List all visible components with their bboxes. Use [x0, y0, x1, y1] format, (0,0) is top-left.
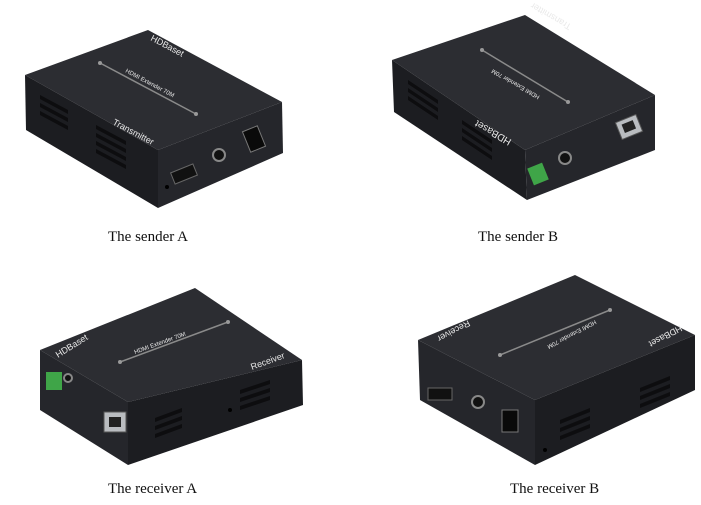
caption-sender-a: The sender A — [108, 229, 188, 245]
dc-jack — [241, 125, 267, 153]
ir-jack — [558, 151, 572, 165]
top-groove — [481, 49, 569, 103]
device-top — [40, 288, 302, 402]
dc-jack — [501, 409, 519, 433]
receiver-a-photo: HDBaset HDMI Extender 70M Receiver — [40, 288, 303, 465]
top-groove — [499, 309, 611, 356]
top-groove — [99, 62, 197, 115]
sender-a-cell: HDBaset HDMI Extender 70M Transmitter Th… — [0, 0, 350, 260]
sender-a-photo: HDBaset HDMI Extender 70M Transmitter — [25, 30, 283, 208]
green-terminal — [527, 162, 549, 186]
ir-jack — [471, 395, 485, 409]
caption-receiver-b: The receiver B — [510, 481, 600, 497]
green-terminal — [46, 372, 62, 390]
caption-sender-b: The sender B — [478, 229, 558, 245]
side-vents — [408, 80, 492, 160]
device-top — [392, 15, 655, 150]
receiver-b-cell: Receiver HDMI Extender 70M HDBaset The r… — [350, 260, 701, 505]
sender-b-photo: Transmitter HDMI Extender 70M HDBaset — [392, 1, 655, 200]
hdmi-port — [427, 387, 453, 401]
front-vents — [155, 380, 270, 438]
front-vents — [560, 376, 670, 440]
sender-b-cell: Transmitter HDMI Extender 70M HDBaset Th… — [350, 0, 701, 260]
device-top — [418, 275, 695, 400]
side-vents — [40, 95, 126, 169]
caption-receiver-a: The receiver A — [108, 481, 198, 497]
ir-jack — [212, 148, 226, 162]
receiver-a-cell: HDBaset HDMI Extender 70M Receiver The r… — [0, 260, 350, 505]
hdmi-port — [169, 163, 199, 185]
ir-jack — [63, 373, 73, 383]
device-top — [25, 30, 282, 150]
top-groove — [119, 321, 229, 363]
receiver-b-photo: Receiver HDMI Extender 70M HDBaset — [418, 275, 695, 465]
